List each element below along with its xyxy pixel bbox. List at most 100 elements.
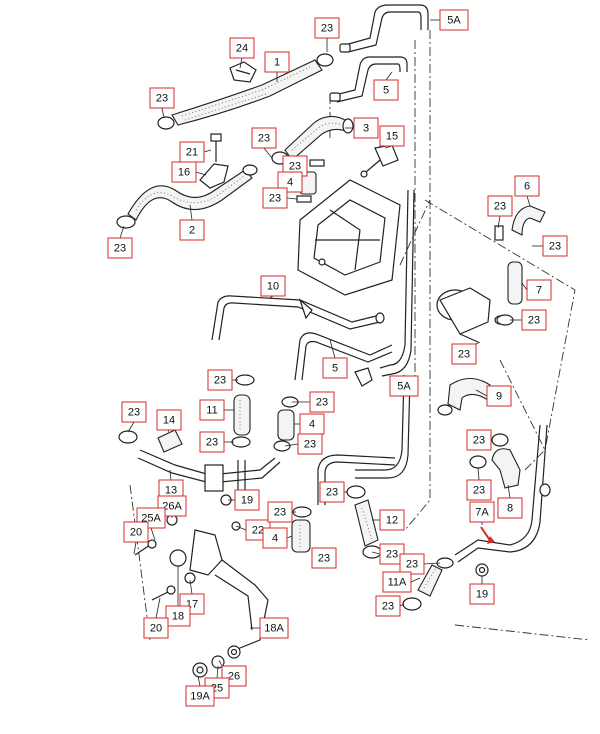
callout-label: 11A [388,577,407,589]
callout-label: 23 [386,549,398,561]
callout-label: 16 [178,167,190,179]
callout-12: 12 [372,509,405,531]
callout-box [542,235,568,257]
callout-label: 14 [163,415,175,427]
callout-box [156,409,182,431]
callout-label: 7A [475,507,489,519]
callout-23-f: 23 [532,235,568,257]
leader-line [410,577,421,583]
leader-line [423,562,441,565]
hose-9 [437,377,491,416]
callout-box [251,127,277,149]
leader-line [239,57,243,69]
callout-23-x: 23 [375,595,405,617]
callout-box [353,117,379,139]
callout-label: 23 [528,315,540,327]
callout-23-j: 23 [207,369,238,391]
leader-line [521,282,528,291]
callout-label: 4 [272,533,278,545]
leader-line [150,527,156,541]
callout-23-d: 23 [262,187,298,209]
callout-box [451,343,477,365]
callout-label: 7 [536,285,542,297]
callout-box [165,605,191,627]
leader-line [189,204,193,221]
hose-3 [271,115,354,165]
callout-box [267,501,293,523]
callout-13: 13 [158,469,184,501]
callout-label: 5A [447,15,461,27]
callout-label: 23 [382,601,394,613]
callout-box [389,375,419,397]
callout-box [521,309,547,331]
leader-line [189,579,193,595]
callout-5A-top: 5A [430,9,469,31]
leader-line [169,469,172,481]
leader-line [329,339,336,359]
nut-19-right [475,563,489,577]
nuts-bottom [192,645,241,678]
callout-label: 20 [150,623,162,635]
callout-box [466,429,492,451]
callout-label: 15 [386,131,398,143]
callout-label: 11 [206,405,217,417]
callout-9: 9 [475,385,512,407]
leader-line [507,484,511,499]
callout-11: 11 [199,399,234,421]
callout-label: 23 [214,375,226,387]
callout-box [466,479,492,501]
leader-line [286,535,293,539]
heater-box [297,179,401,296]
callout-box [439,9,469,31]
hose-12 [354,499,382,559]
leader-line [216,665,219,679]
pipe-5a-top [339,4,429,53]
callout-box [107,237,133,259]
callout-box [382,571,412,593]
callout-label: 3 [363,123,369,135]
callout-23-t: 23 [267,501,296,523]
callout-label: 20 [130,527,142,539]
leader-line [263,147,273,159]
bracket-18 [169,529,269,651]
leader-line [235,525,247,531]
callout-label: 18 [172,611,184,623]
callout-box [229,37,255,59]
callout-label: 24 [236,43,248,55]
leader-line [203,149,212,153]
hose-1 [157,53,334,130]
callout-19-mid: 19 [228,489,260,511]
callout-box [259,617,289,639]
hose-14 [157,429,183,453]
pipe-13 [118,430,281,492]
callout-4-low: 4 [262,527,293,549]
callout-10: 10 [260,275,286,299]
connector-4-top [296,159,325,203]
callout-23-g: 23 [107,225,133,259]
callout-box [487,195,513,217]
callout-box [199,431,225,453]
callout-11A: 11A [382,571,421,593]
callout-box [314,17,340,39]
callout-6: 6 [514,175,540,207]
sensor-15 [360,144,399,178]
callout-box [375,595,401,617]
callout-box [469,583,495,605]
callout-box [311,547,337,569]
callout-18: 18 [165,566,191,627]
callout-box [379,509,405,531]
callout-label: 23 [473,485,485,497]
callout-box [179,219,205,241]
callout-label: 23 [258,133,270,145]
callout-box [185,685,215,707]
callout-label: 23 [304,439,316,451]
callout-label: 8 [507,503,513,515]
callout-label: 1 [274,57,280,69]
callout-label: 19A [190,691,210,703]
leader-line [399,603,405,607]
leader-line [497,215,501,229]
callout-label: 23 [473,435,485,447]
callout-box [486,385,512,407]
callout-23-s: 23 [466,467,492,501]
